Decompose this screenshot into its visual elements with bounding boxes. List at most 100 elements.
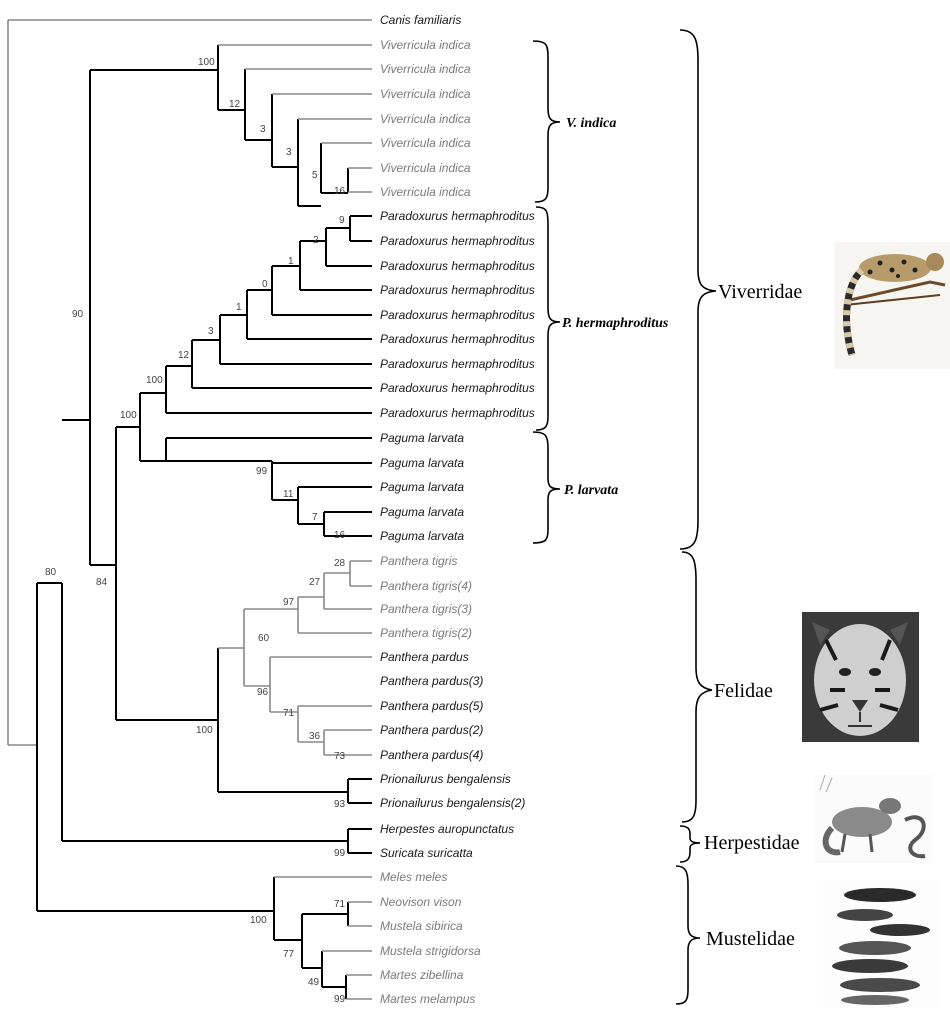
- brace-p-hermaphroditus: [535, 206, 561, 431]
- bootstrap-value: 100: [196, 725, 213, 736]
- bootstrap-value: 36: [309, 731, 321, 742]
- bootstrap-value: 9: [339, 215, 345, 226]
- mustelid-illustration: [822, 880, 940, 1008]
- leaf-label: Panthera tigris(3): [380, 602, 472, 616]
- bootstrap-value: 77: [283, 949, 295, 960]
- bootstrap-value: 1: [236, 302, 242, 313]
- leaf-label: Paradoxurus hermaphroditus: [380, 259, 535, 273]
- bootstrap-value: 96: [257, 687, 269, 698]
- species-label-p-hermaphroditus: P. hermaphroditus: [562, 316, 669, 331]
- bootstrap-value: 100: [120, 410, 137, 421]
- bootstrap-value: 93: [334, 799, 346, 810]
- bootstrap-value: 80: [45, 567, 57, 578]
- leaf-label: Panthera pardus(3): [380, 674, 483, 688]
- leaf-label: Paguma larvata: [380, 456, 464, 470]
- bootstrap-value: 3: [286, 147, 292, 158]
- bootstrap-value: 16: [334, 530, 346, 541]
- bootstrap-value: 99: [256, 466, 268, 477]
- leaf-label: Paradoxurus hermaphroditus: [380, 234, 535, 248]
- leaf-label: Paguma larvata: [380, 529, 464, 543]
- leaf-label: Paradoxurus hermaphroditus: [380, 283, 535, 297]
- mongoose-illustration: [815, 774, 933, 863]
- leaf-label: Canis familiaris: [380, 13, 461, 27]
- bootstrap-value: 27: [309, 577, 321, 588]
- bootstrap-value: 71: [334, 899, 346, 910]
- bootstrap-value: 84: [96, 577, 108, 588]
- bootstrap-value: 7: [312, 512, 318, 523]
- leaf-label: Panthera pardus(4): [380, 748, 483, 762]
- bootstrap-value: 99: [334, 994, 346, 1005]
- bootstrap-value: 60: [258, 633, 270, 644]
- leaf-label: Viverricula indica: [380, 38, 471, 52]
- bootstrap-value: 11: [283, 489, 294, 500]
- brace-p-larvata: [532, 431, 561, 544]
- leaf-label: Panthera tigris: [380, 554, 457, 568]
- leaf-label: Paradoxurus hermaphroditus: [380, 381, 535, 395]
- leaf-label: Prionailurus bengalensis(2): [380, 796, 525, 810]
- leaf-label: Viverricula indica: [380, 161, 471, 175]
- bootstrap-value: 100: [146, 375, 163, 386]
- leaf-label: Viverricula indica: [380, 112, 471, 126]
- species-label-v-indica: V. indica: [566, 116, 616, 131]
- leaf-label: Martes melampus: [380, 992, 475, 1006]
- leaf-label: Paguma larvata: [380, 505, 464, 519]
- leaf-label: Panthera pardus: [380, 650, 469, 664]
- bootstrap-value: 2: [313, 235, 319, 246]
- bootstrap-value: 100: [250, 915, 267, 926]
- leaf-label: Paradoxurus hermaphroditus: [380, 308, 535, 322]
- bootstrap-values: 1001233516921013121001009911716902827976…: [45, 57, 346, 1005]
- leaf-label: Paradoxurus hermaphroditus: [380, 209, 535, 223]
- brace-felidae: [681, 551, 713, 823]
- leaf-label: Prionailurus bengalensis: [380, 772, 511, 786]
- leaf-label: Paguma larvata: [380, 431, 464, 445]
- bootstrap-value: 73: [334, 751, 346, 762]
- leaf-label: Paradoxurus hermaphroditus: [380, 406, 535, 420]
- leaf-label: Panthera pardus(5): [380, 699, 483, 713]
- family-label-herpestidae: Herpestidae: [704, 832, 800, 854]
- leaf-label: Paguma larvata: [380, 480, 464, 494]
- bootstrap-value: 1: [288, 256, 294, 267]
- bootstrap-value: 3: [208, 326, 214, 337]
- brace-herpestidae: [679, 825, 701, 863]
- leaf-label: Panthera tigris(4): [380, 579, 472, 593]
- bootstrap-value: 49: [308, 977, 320, 988]
- leaf-label: Mustela strigidorsa: [380, 944, 481, 958]
- leaf-label: Panthera pardus(2): [380, 723, 483, 737]
- bootstrap-value: 97: [283, 597, 295, 608]
- leaf-label: Viverricula indica: [380, 185, 471, 199]
- leaf-label: Meles meles: [380, 870, 447, 884]
- bootstrap-value: 12: [229, 99, 241, 110]
- bootstrap-value: 3: [260, 124, 266, 135]
- leaf-label: Viverricula indica: [380, 87, 471, 101]
- bootstrap-value: 28: [334, 558, 346, 569]
- bootstrap-value: 99: [334, 848, 346, 859]
- family-label-viverridae: Viverridae: [718, 281, 802, 303]
- bootstrap-value: 16: [334, 186, 346, 197]
- leaf-label: Suricata suricatta: [380, 846, 473, 860]
- civet-illustration: [834, 242, 950, 369]
- brace-mustelidae: [675, 865, 701, 1005]
- tree-branches: [7, 19, 372, 1000]
- leaf-label: Herpestes auropunctatus: [380, 822, 514, 836]
- tiger-illustration: [802, 612, 919, 742]
- family-label-mustelidae: Mustelidae: [706, 928, 795, 950]
- bootstrap-value: 5: [312, 170, 318, 181]
- brace-v-indica: [532, 40, 561, 203]
- leaf-label: Viverricula indica: [380, 136, 471, 150]
- bootstrap-value: 12: [178, 350, 190, 361]
- bootstrap-value: 90: [72, 309, 84, 320]
- leaf-label: Paradoxurus hermaphroditus: [380, 357, 535, 371]
- leaf-label: Viverricula indica: [380, 62, 471, 76]
- brace-viverridae: [679, 29, 717, 550]
- leaf-label: Martes zibellina: [380, 968, 464, 982]
- leaf-label: Mustela sibirica: [380, 919, 463, 933]
- bootstrap-value: 71: [283, 708, 295, 719]
- family-label-felidae: Felidae: [714, 680, 773, 702]
- bootstrap-value: 100: [198, 57, 215, 68]
- species-label-p-larvata: P. larvata: [564, 483, 618, 498]
- leaf-label: Neovison vison: [380, 895, 462, 909]
- leaf-label: Panthera tigris(2): [380, 626, 472, 640]
